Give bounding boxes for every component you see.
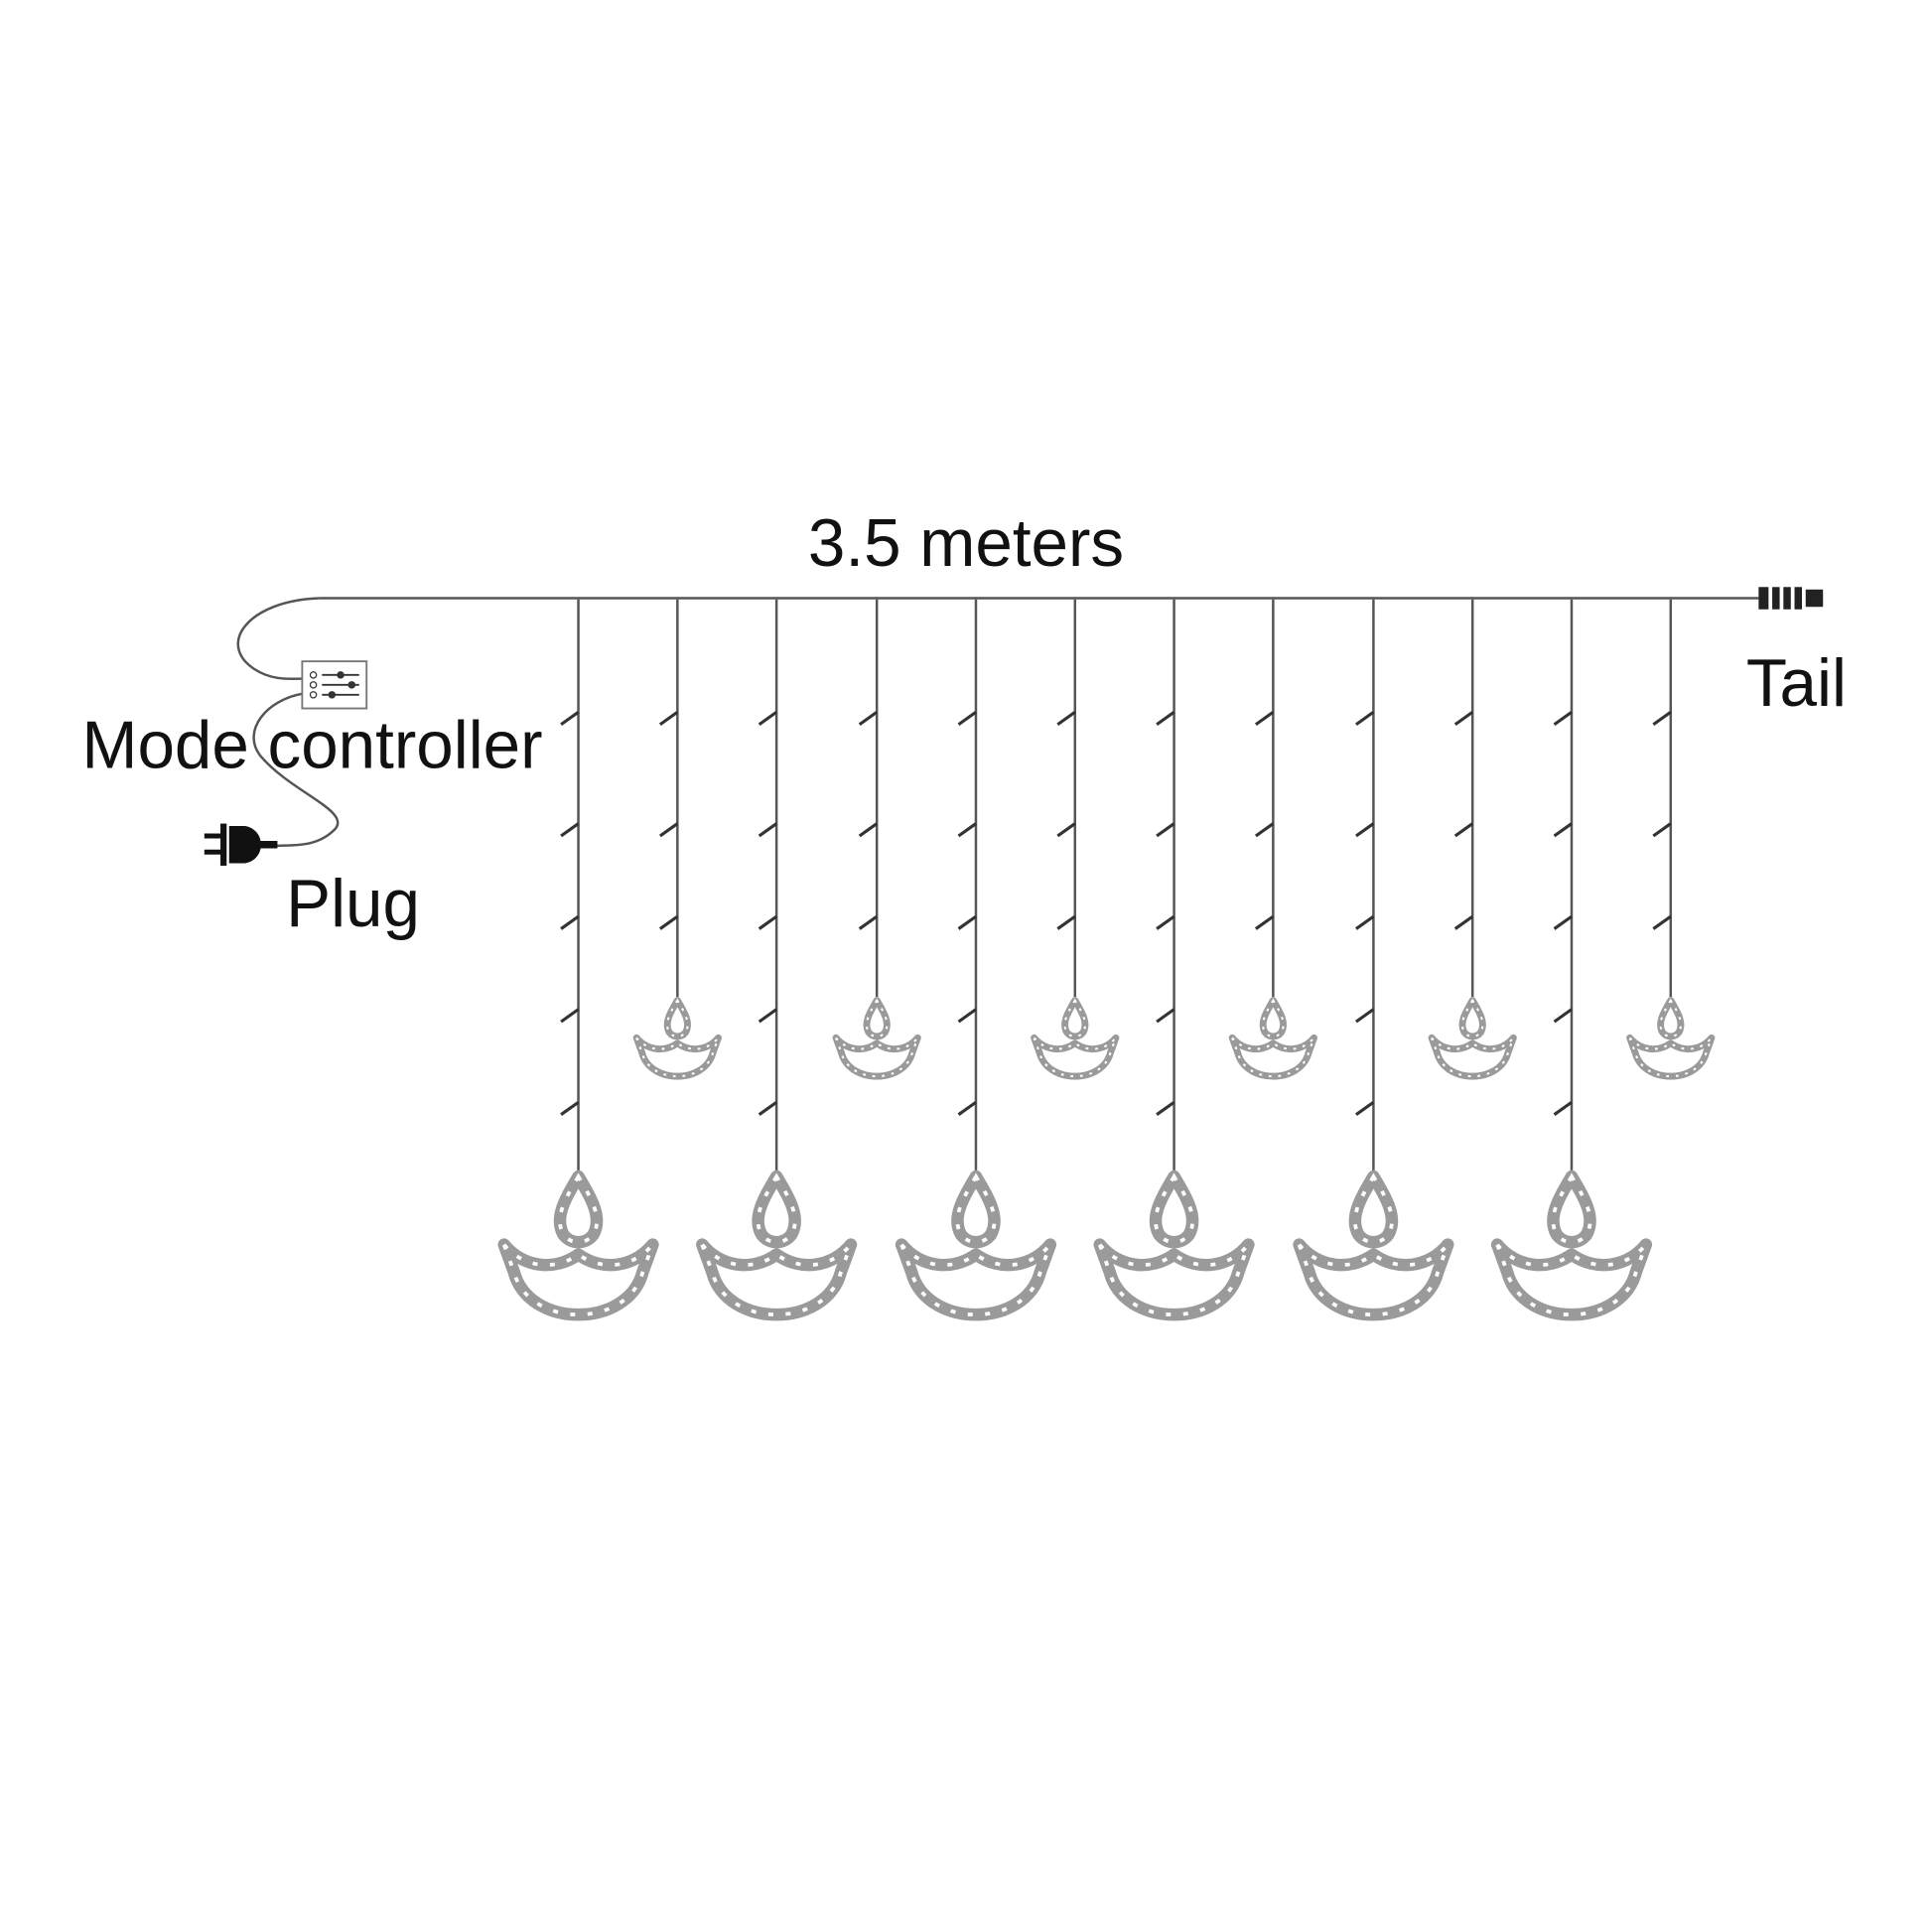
led-bulb [1355, 822, 1375, 838]
led-bulb [1652, 711, 1672, 727]
led-bulb [957, 711, 977, 727]
tail-connector-icon [1758, 587, 1824, 610]
led-bulb [1056, 914, 1076, 930]
led-bulb [560, 711, 580, 727]
led-bulb [1553, 914, 1573, 930]
led-bulb [658, 711, 679, 727]
length-label: 3.5 meters [808, 506, 1124, 581]
strand-large [696, 599, 858, 1321]
led-bulb [1453, 914, 1474, 930]
diya-lamp-icon [1626, 997, 1716, 1080]
diya-lamp-icon [1293, 1170, 1454, 1321]
plug-cable [252, 692, 340, 848]
led-bulb [1254, 914, 1275, 930]
led-bulb [1056, 822, 1076, 838]
led-bulb [1553, 711, 1573, 727]
led-bulb [858, 822, 879, 838]
led-bulb [758, 1008, 778, 1024]
strand-large [895, 599, 1057, 1321]
plug-icon [204, 823, 278, 866]
strand-large [1490, 599, 1653, 1321]
strand-small [1626, 599, 1716, 1080]
diya-lamp-icon [895, 1170, 1057, 1321]
led-bulb [1156, 822, 1175, 838]
mode-controller-icon [301, 660, 368, 710]
led-bulb [658, 914, 679, 930]
led-bulb [1254, 822, 1275, 838]
plug-label: Plug [286, 867, 420, 941]
led-bulb [1056, 711, 1076, 727]
diya-lamp-icon [696, 1170, 858, 1321]
led-bulb [1156, 914, 1175, 930]
led-bulb [1156, 1100, 1175, 1116]
led-bulb [957, 1008, 977, 1024]
led-bulb [1553, 822, 1573, 838]
led-bulb [560, 1100, 580, 1116]
led-bulb [957, 1100, 977, 1116]
led-bulb [1355, 1100, 1375, 1116]
led-bulb [957, 914, 977, 930]
diya-lamp-icon [497, 1170, 659, 1321]
led-bulb [1553, 1100, 1573, 1116]
lead-cable [236, 597, 320, 681]
led-bulb [758, 711, 778, 727]
strand-small [832, 599, 921, 1080]
tail-label: Tail [1746, 646, 1847, 721]
led-bulb [1553, 1008, 1573, 1024]
led-bulb [758, 822, 778, 838]
led-bulb [1652, 822, 1672, 838]
led-bulb [1652, 914, 1672, 930]
strands [497, 599, 1716, 1321]
led-bulb [758, 1100, 778, 1116]
led-bulb [1156, 711, 1175, 727]
strand-small [1428, 599, 1517, 1080]
led-bulb [1156, 1008, 1175, 1024]
mode-controller-label: Mode controller [81, 708, 542, 782]
strand-large [497, 599, 659, 1321]
led-bulb [658, 822, 679, 838]
led-bulb [1355, 914, 1375, 930]
diya-lamp-icon [832, 997, 921, 1080]
strand-small [632, 599, 722, 1080]
led-bulb [957, 822, 977, 838]
led-bulb [1355, 1008, 1375, 1024]
diya-lamp-icon [1228, 997, 1317, 1080]
led-bulb [560, 822, 580, 838]
led-bulb [858, 914, 879, 930]
led-bulb [1355, 711, 1375, 727]
diya-lamp-icon [632, 997, 722, 1080]
strand-small [1031, 599, 1120, 1080]
led-bulb [560, 1008, 580, 1024]
strand-large [1293, 599, 1454, 1321]
diya-lamp-icon [1093, 1170, 1255, 1321]
led-bulb [858, 711, 879, 727]
led-bulb [1254, 711, 1275, 727]
diya-lamp-icon [1428, 997, 1517, 1080]
led-bulb [758, 914, 778, 930]
diya-lamp-icon [1490, 1170, 1653, 1321]
strand-large [1093, 599, 1255, 1321]
led-bulb [1453, 822, 1474, 838]
diya-lamp-icon [1031, 997, 1120, 1080]
led-bulb [560, 914, 580, 930]
led-bulb [1453, 711, 1474, 727]
strand-small [1228, 599, 1317, 1080]
